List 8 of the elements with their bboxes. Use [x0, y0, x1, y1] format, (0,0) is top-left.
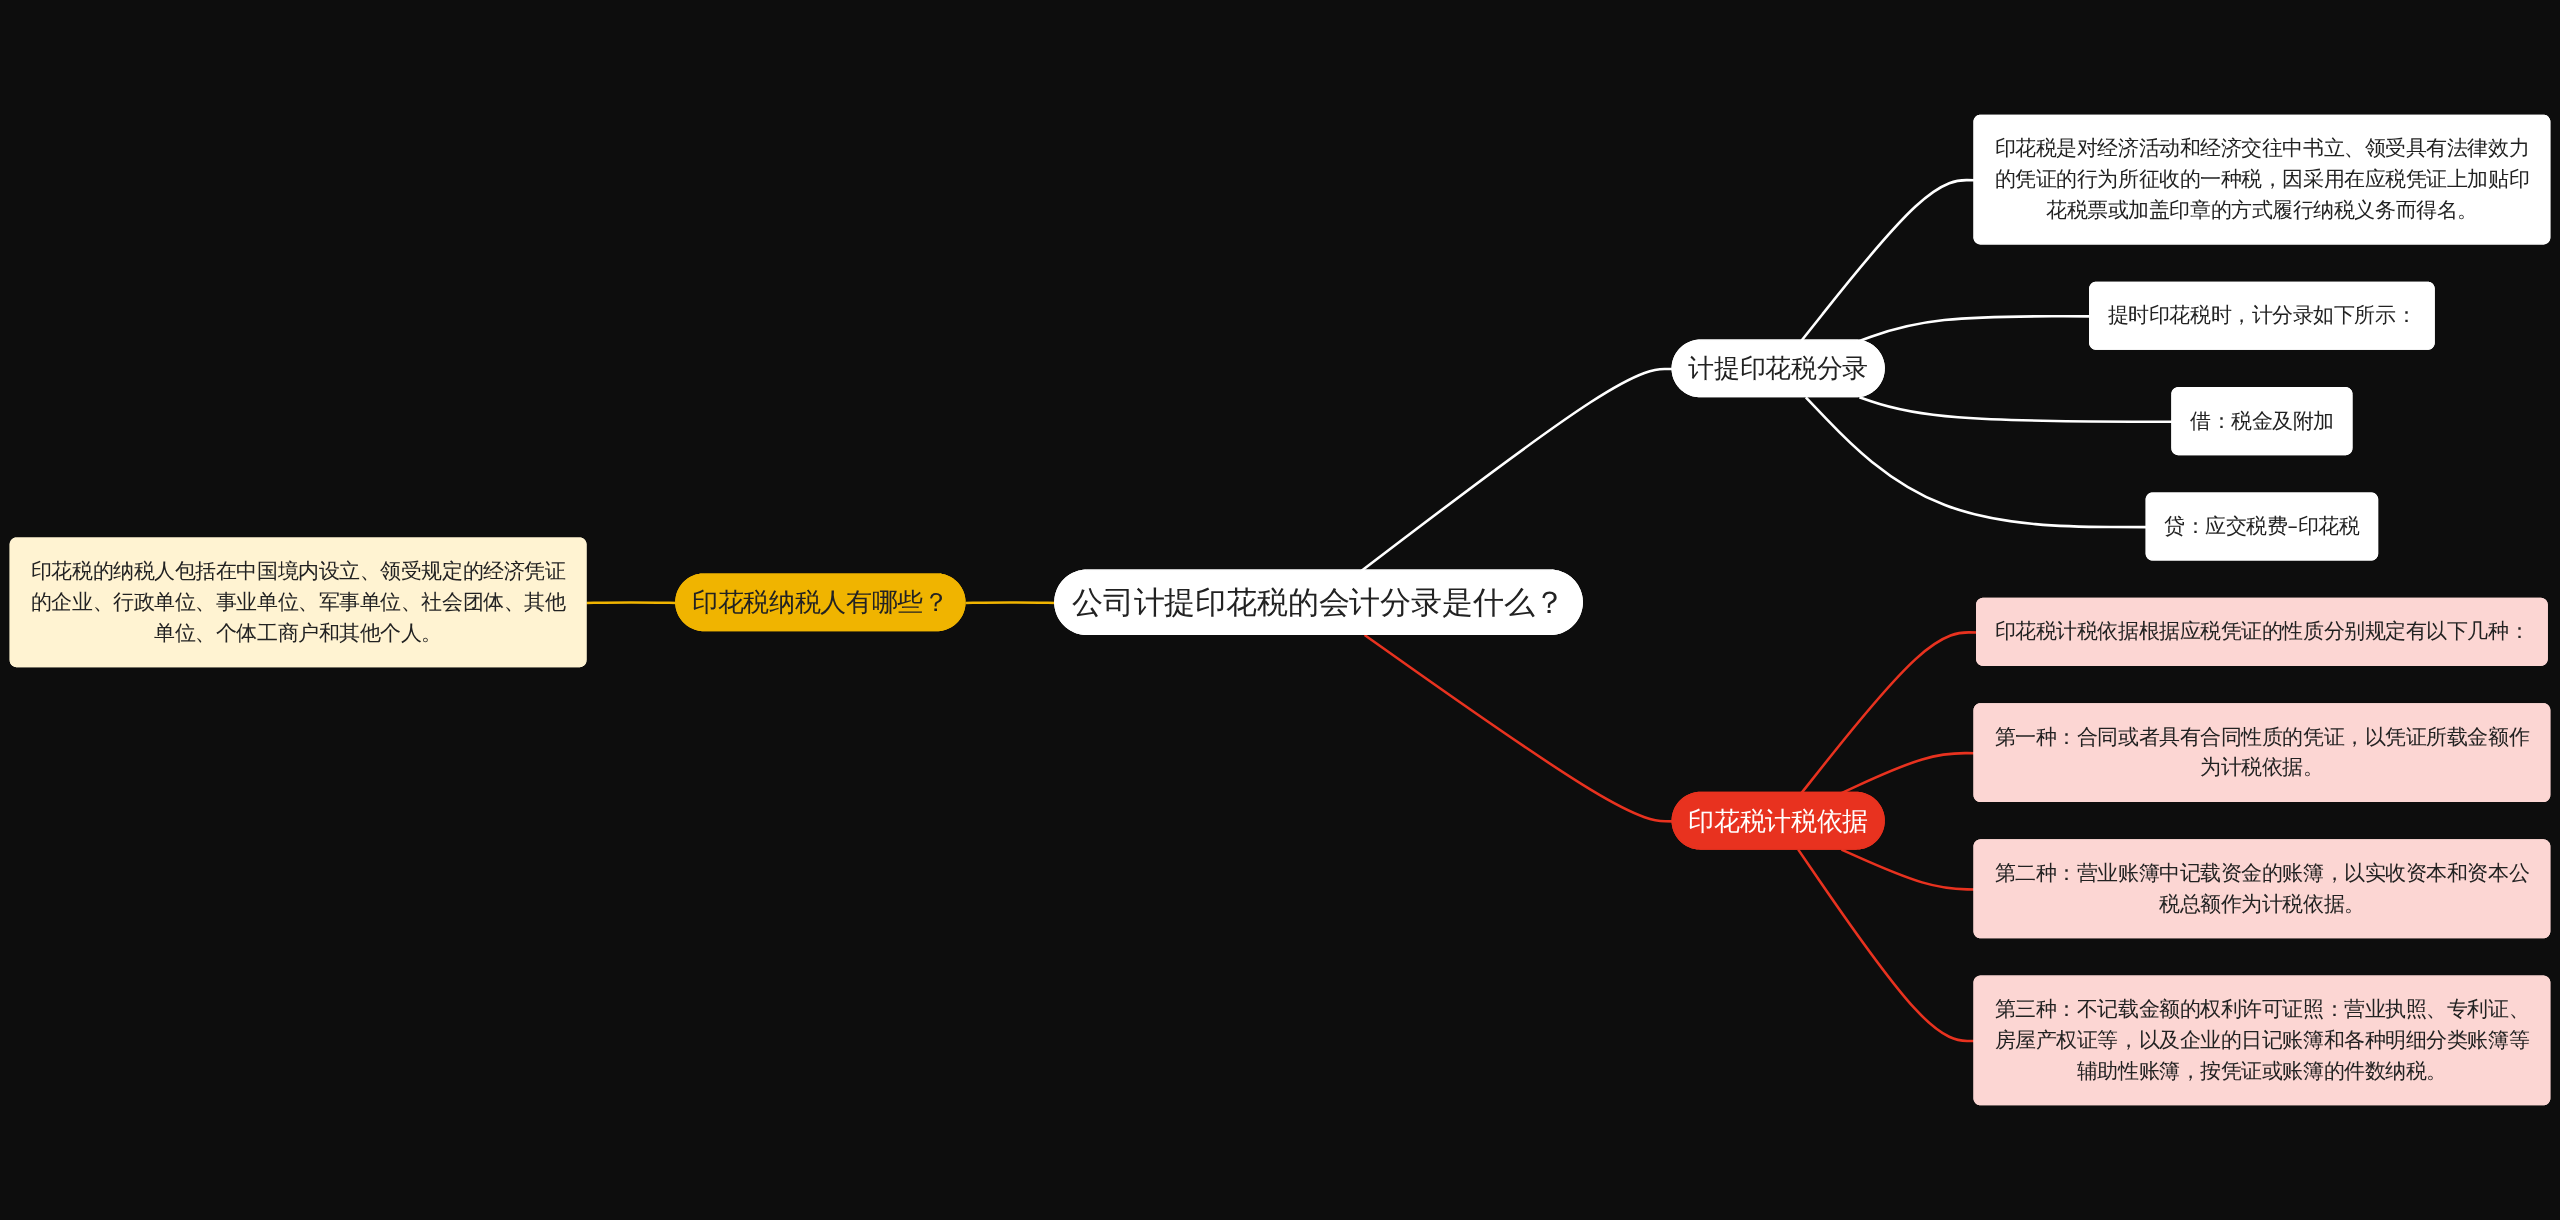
connector: [1800, 178, 1975, 342]
connector: [1804, 396, 2147, 529]
connector: [1363, 634, 1673, 823]
connector: [965, 601, 1056, 605]
connector: [1840, 848, 1975, 891]
connector: [1360, 367, 1673, 572]
connector: [1797, 848, 1975, 1043]
connector: [586, 601, 677, 605]
